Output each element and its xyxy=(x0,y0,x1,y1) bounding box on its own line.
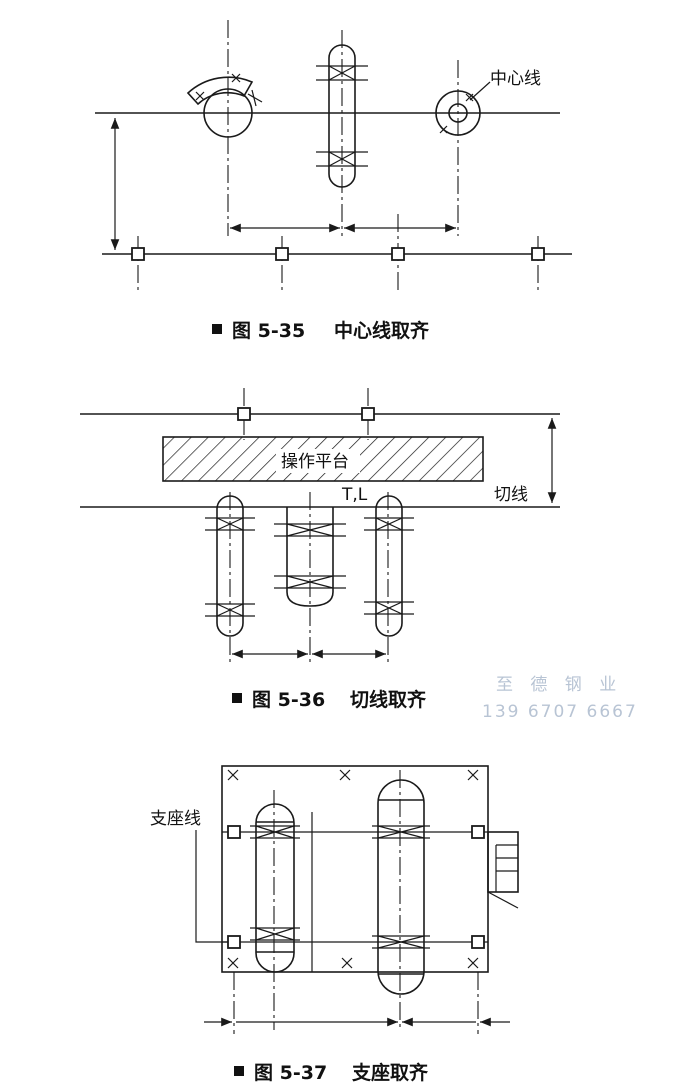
grid-marker xyxy=(361,407,375,421)
side-bracket xyxy=(487,831,519,909)
platform-label: 操作平台 xyxy=(281,452,349,472)
grid-marker xyxy=(237,407,251,421)
vessel-circle xyxy=(203,88,253,138)
vessel-large xyxy=(372,770,430,1030)
watermark-line1: 至 德 钢 业 xyxy=(496,675,622,695)
support-leader xyxy=(195,830,228,943)
caption-number: 图 5-36 xyxy=(252,689,325,711)
vessel-small xyxy=(250,790,300,1030)
grid-marker xyxy=(391,247,405,261)
middle-vessel xyxy=(316,44,368,188)
grid-marker xyxy=(531,247,545,261)
caption-bullet xyxy=(234,1066,244,1076)
corner-anchors xyxy=(227,769,479,969)
figure-5-36: 操作平台 T,L 切线 xyxy=(80,388,638,722)
tl-label: T,L xyxy=(341,485,368,505)
grid-marker xyxy=(131,247,145,261)
vessel-middle xyxy=(274,492,346,662)
vessel-body xyxy=(328,44,356,188)
caption-title: 中心线取齐 xyxy=(334,319,430,342)
figure-5-37: 支座线 图 5-37 支座取齐 xyxy=(150,765,519,1084)
left-vessel xyxy=(186,73,263,138)
caption-title: 支座取齐 xyxy=(351,1061,429,1084)
vessel-left xyxy=(205,492,255,662)
vessel-right xyxy=(364,492,414,662)
operating-platform xyxy=(162,436,484,482)
watermark-line2: 139 6707 6667 xyxy=(482,702,638,722)
caption-title: 切线取齐 xyxy=(350,688,427,711)
caption-bullet xyxy=(232,693,242,703)
tangent-label: 切线 xyxy=(494,485,528,505)
platform-label-bg xyxy=(276,449,360,473)
ring-outer xyxy=(435,90,481,136)
caption-number: 图 5-37 xyxy=(254,1062,327,1084)
ring-inner xyxy=(448,103,468,123)
manhole-sector xyxy=(186,76,254,106)
leader-line xyxy=(469,81,491,101)
frame xyxy=(221,765,489,973)
right-vessel: 中心线 xyxy=(435,69,541,136)
support-label: 支座线 xyxy=(150,809,201,829)
caption-bullet xyxy=(212,324,222,334)
figure-5-35: 中心线 图 5-35 中心线取齐 xyxy=(95,20,572,342)
caption-number: 图 5-35 xyxy=(232,320,305,342)
grid-marker xyxy=(275,247,289,261)
centerline-label: 中心线 xyxy=(490,69,541,89)
